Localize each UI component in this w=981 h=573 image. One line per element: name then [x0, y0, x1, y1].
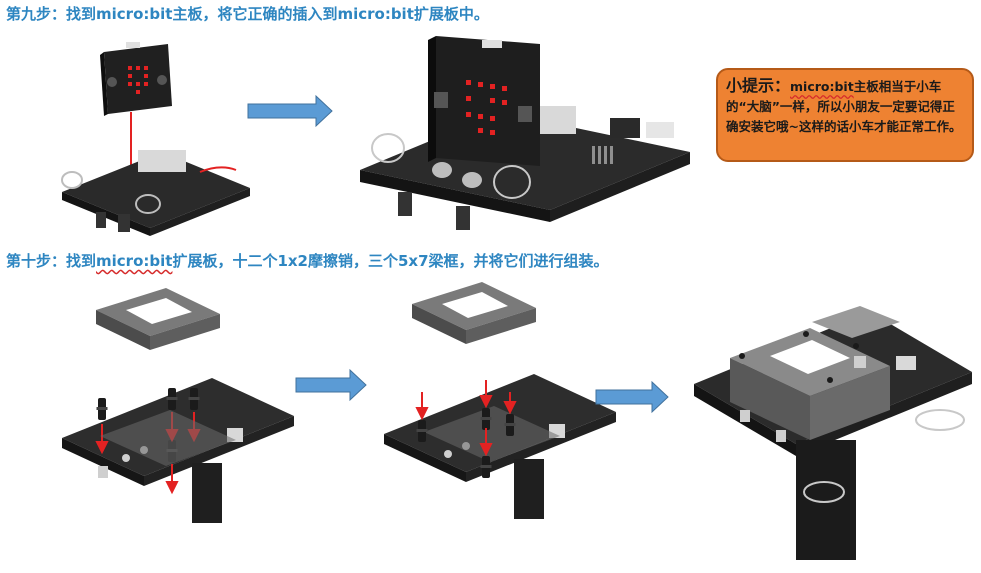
arrow-right-icon [295, 368, 367, 402]
step9-brand-b: micro:bit [337, 5, 414, 23]
step9-prefix: 第九步：找到 [6, 5, 97, 23]
step10-brand: micro:bit [96, 252, 173, 270]
arrow-right-icon [247, 94, 333, 128]
tip-brand: micro:bit [790, 79, 854, 94]
step10-assembled-view [694, 306, 972, 560]
tip-label: 小提示： [726, 76, 791, 95]
step9-mid: 主板，将它正确的插入到 [172, 5, 338, 23]
tip-box: 小提示：micro:bit主板相当于小车的“大脑”一样，所以小朋友一定要记得正确… [716, 68, 974, 162]
step10-exploded-view [62, 288, 294, 523]
step10-suffix: 扩展板，十二个1x2摩擦销，三个5x7梁框，并将它们进行组装。 [172, 252, 609, 270]
step10-partial-view [384, 282, 616, 519]
step10-title: 第十步：找到micro:bit扩展板，十二个1x2摩擦销，三个5x7梁框，并将它… [6, 250, 609, 271]
step9-suffix: 扩展板中。 [413, 5, 489, 23]
step9-assembled-view [360, 36, 690, 230]
step9-exploded-view [61, 42, 250, 236]
arrow-right-icon [595, 380, 669, 414]
step9-title: 第九步：找到micro:bit主板，将它正确的插入到micro:bit扩展板中。 [6, 3, 489, 24]
step10-prefix: 第十步：找到 [6, 252, 97, 270]
step9-brand-a: micro:bit [96, 5, 173, 23]
tip-text: 主板相当于小车的“大脑”一样，所以小朋友一定要记得正确安装它哦~这样的话小车才能… [726, 79, 962, 134]
